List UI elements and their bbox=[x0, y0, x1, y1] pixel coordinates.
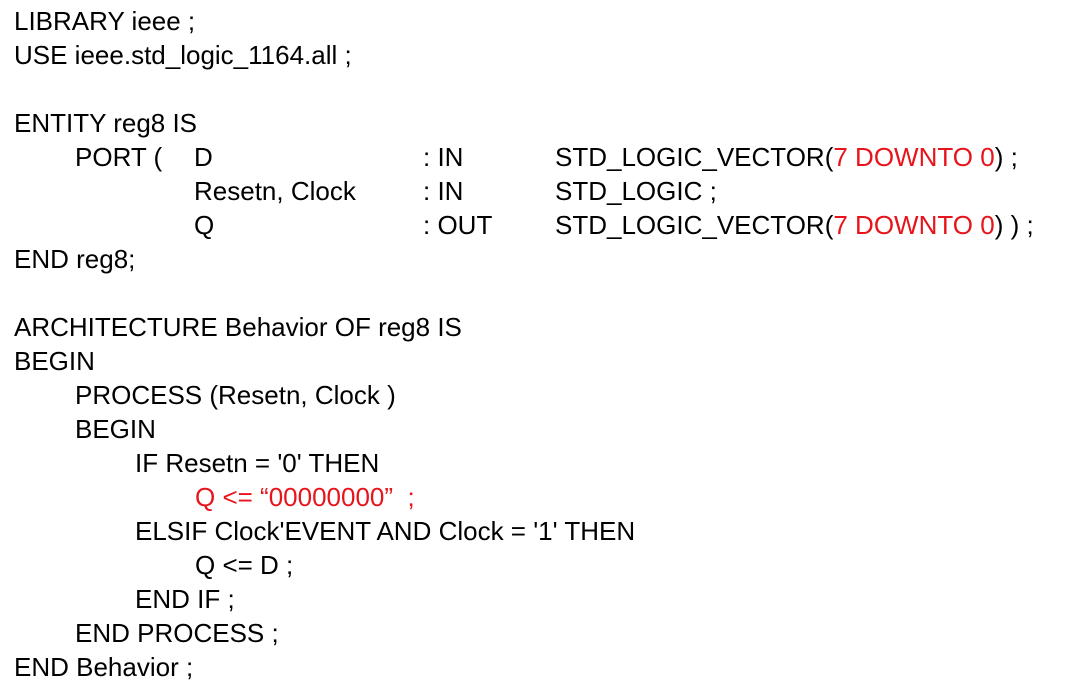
code-line-library: LIBRARY ieee ; bbox=[14, 4, 1084, 38]
port-keyword: PORT ( bbox=[75, 142, 163, 172]
end-if-statement: END IF ; bbox=[135, 584, 235, 614]
port-type: STD_LOGIC_VECTOR(7 DOWNTO 0) ; bbox=[555, 140, 1018, 174]
architecture-begin: BEGIN bbox=[14, 346, 95, 376]
library-statement: LIBRARY ieee ; bbox=[14, 6, 196, 36]
port-type-suffix: ) ; bbox=[994, 142, 1018, 172]
port-range: 7 DOWNTO 0 bbox=[833, 142, 995, 172]
code-line-clock-assign: Q <= D ; bbox=[14, 548, 1084, 582]
entity-declaration: ENTITY reg8 IS bbox=[14, 108, 198, 138]
reset-assignment: Q <= “00000000” ; bbox=[195, 482, 415, 512]
blank-line bbox=[14, 276, 1084, 310]
code-line-port-resetn-clock: Resetn, Clock : IN STD_LOGIC ; bbox=[14, 174, 1084, 208]
use-statement: USE ieee.std_logic_1164.all ; bbox=[14, 40, 352, 70]
code-line-use: USE ieee.std_logic_1164.all ; bbox=[14, 38, 1084, 72]
port-name: Resetn, Clock bbox=[194, 176, 356, 206]
code-line-architecture-close: END Behavior ; bbox=[14, 650, 1084, 684]
port-name: Q bbox=[194, 210, 215, 240]
blank-line bbox=[14, 72, 1084, 106]
process-statement: PROCESS (Resetn, Clock ) bbox=[75, 380, 396, 410]
elsif-statement: ELSIF Clock'EVENT AND Clock = '1' THEN bbox=[135, 516, 636, 546]
port-mode: : OUT bbox=[423, 210, 493, 240]
clock-assignment: Q <= D ; bbox=[195, 550, 294, 580]
code-line-entity-open: ENTITY reg8 IS bbox=[14, 106, 1084, 140]
code-line-begin: BEGIN bbox=[14, 344, 1084, 378]
code-line-end-if: END IF ; bbox=[14, 582, 1084, 616]
entity-end: END reg8; bbox=[14, 244, 136, 274]
code-line-port-d: PORT ( D : IN STD_LOGIC_VECTOR(7 DOWNTO … bbox=[14, 140, 1084, 174]
architecture-declaration: ARCHITECTURE Behavior OF reg8 IS bbox=[14, 312, 462, 342]
code-line-port-q: Q : OUT STD_LOGIC_VECTOR(7 DOWNTO 0) ) ; bbox=[14, 208, 1084, 242]
port-type-prefix: STD_LOGIC_VECTOR( bbox=[555, 210, 834, 240]
port-type-prefix: STD_LOGIC ; bbox=[555, 176, 717, 206]
code-line-if-reset: IF Resetn = '0' THEN bbox=[14, 446, 1084, 480]
code-line-entity-close: END reg8; bbox=[14, 242, 1084, 276]
code-line-process-open: PROCESS (Resetn, Clock ) bbox=[14, 378, 1084, 412]
if-statement: IF Resetn = '0' THEN bbox=[135, 448, 380, 478]
code-line-reset-assign: Q <= “00000000” ; bbox=[14, 480, 1084, 514]
port-name: D bbox=[194, 142, 213, 172]
port-range: 7 DOWNTO 0 bbox=[833, 210, 995, 240]
code-line-elsif-clock: ELSIF Clock'EVENT AND Clock = '1' THEN bbox=[14, 514, 1084, 548]
vhdl-code-listing: LIBRARY ieee ; USE ieee.std_logic_1164.a… bbox=[14, 4, 1084, 684]
port-mode: : IN bbox=[423, 176, 464, 206]
port-mode: : IN bbox=[423, 142, 464, 172]
port-type: STD_LOGIC ; bbox=[555, 174, 717, 208]
code-line-process-close: END PROCESS ; bbox=[14, 616, 1084, 650]
code-line-architecture-open: ARCHITECTURE Behavior OF reg8 IS bbox=[14, 310, 1084, 344]
port-type: STD_LOGIC_VECTOR(7 DOWNTO 0) ) ; bbox=[555, 208, 1034, 242]
architecture-end: END Behavior ; bbox=[14, 652, 194, 682]
process-end: END PROCESS ; bbox=[75, 618, 279, 648]
process-begin: BEGIN bbox=[75, 414, 156, 444]
port-type-prefix: STD_LOGIC_VECTOR( bbox=[555, 142, 834, 172]
code-line-process-begin: BEGIN bbox=[14, 412, 1084, 446]
port-type-suffix: ) ) ; bbox=[994, 210, 1034, 240]
